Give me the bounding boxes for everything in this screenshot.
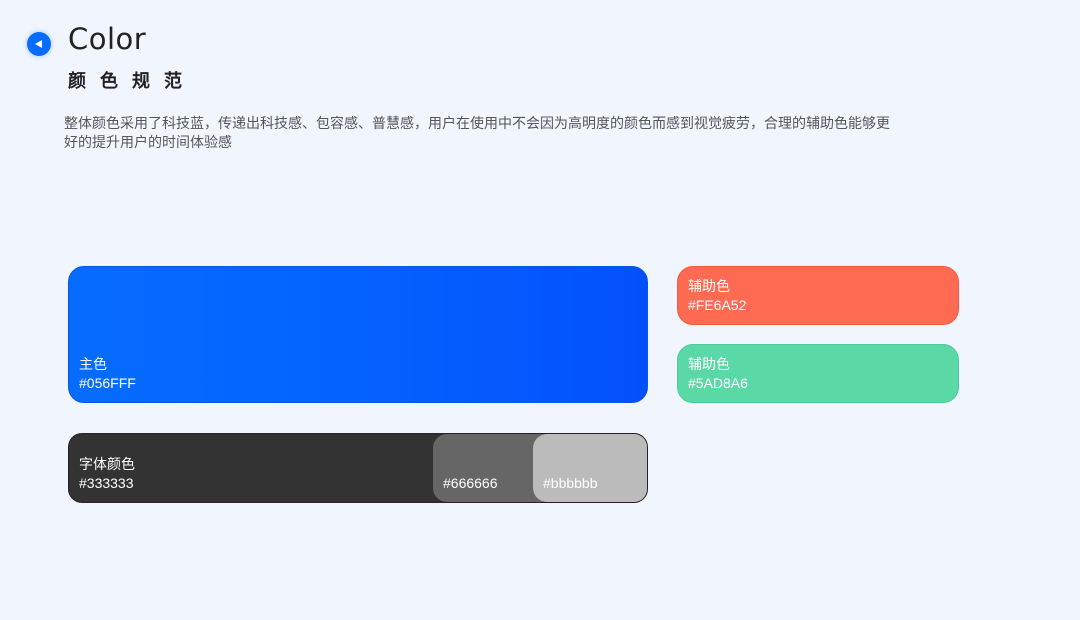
swatch-hex: #5AD8A6 <box>688 375 748 391</box>
swatch-label: 辅助色 <box>688 278 730 294</box>
play-left-icon <box>27 32 51 56</box>
swatch-hex: #056FFF <box>79 375 136 391</box>
swatch-label: 主色 <box>79 356 107 372</box>
page-subtitle: 颜色规范 <box>68 71 196 91</box>
font-swatch-light: #bbbbbb <box>533 434 647 502</box>
swatch-hex: #bbbbbb <box>543 475 598 491</box>
accent-color-swatch-orange: 辅助色 #FE6A52 <box>677 266 959 325</box>
primary-color-swatch: 主色 #056FFF <box>68 266 648 403</box>
accent-color-swatch-green: 辅助色 #5AD8A6 <box>677 344 959 403</box>
page-description: 整体颜色采用了科技蓝，传递出科技感、包容感、普慧感，用户在使用中不会因为高明度的… <box>64 115 890 150</box>
font-swatch-dark: 字体颜色 #333333 <box>69 434 469 502</box>
font-color-swatch-group: 字体颜色 #333333 #666666 #bbbbbb <box>68 433 648 503</box>
swatch-hex: #666666 <box>443 475 498 491</box>
swatch-hex: #FE6A52 <box>688 297 747 313</box>
swatch-hex: #333333 <box>79 475 134 491</box>
page-title: Color <box>68 22 147 56</box>
swatch-label: 辅助色 <box>688 356 730 372</box>
swatch-label: 字体颜色 <box>79 456 135 472</box>
